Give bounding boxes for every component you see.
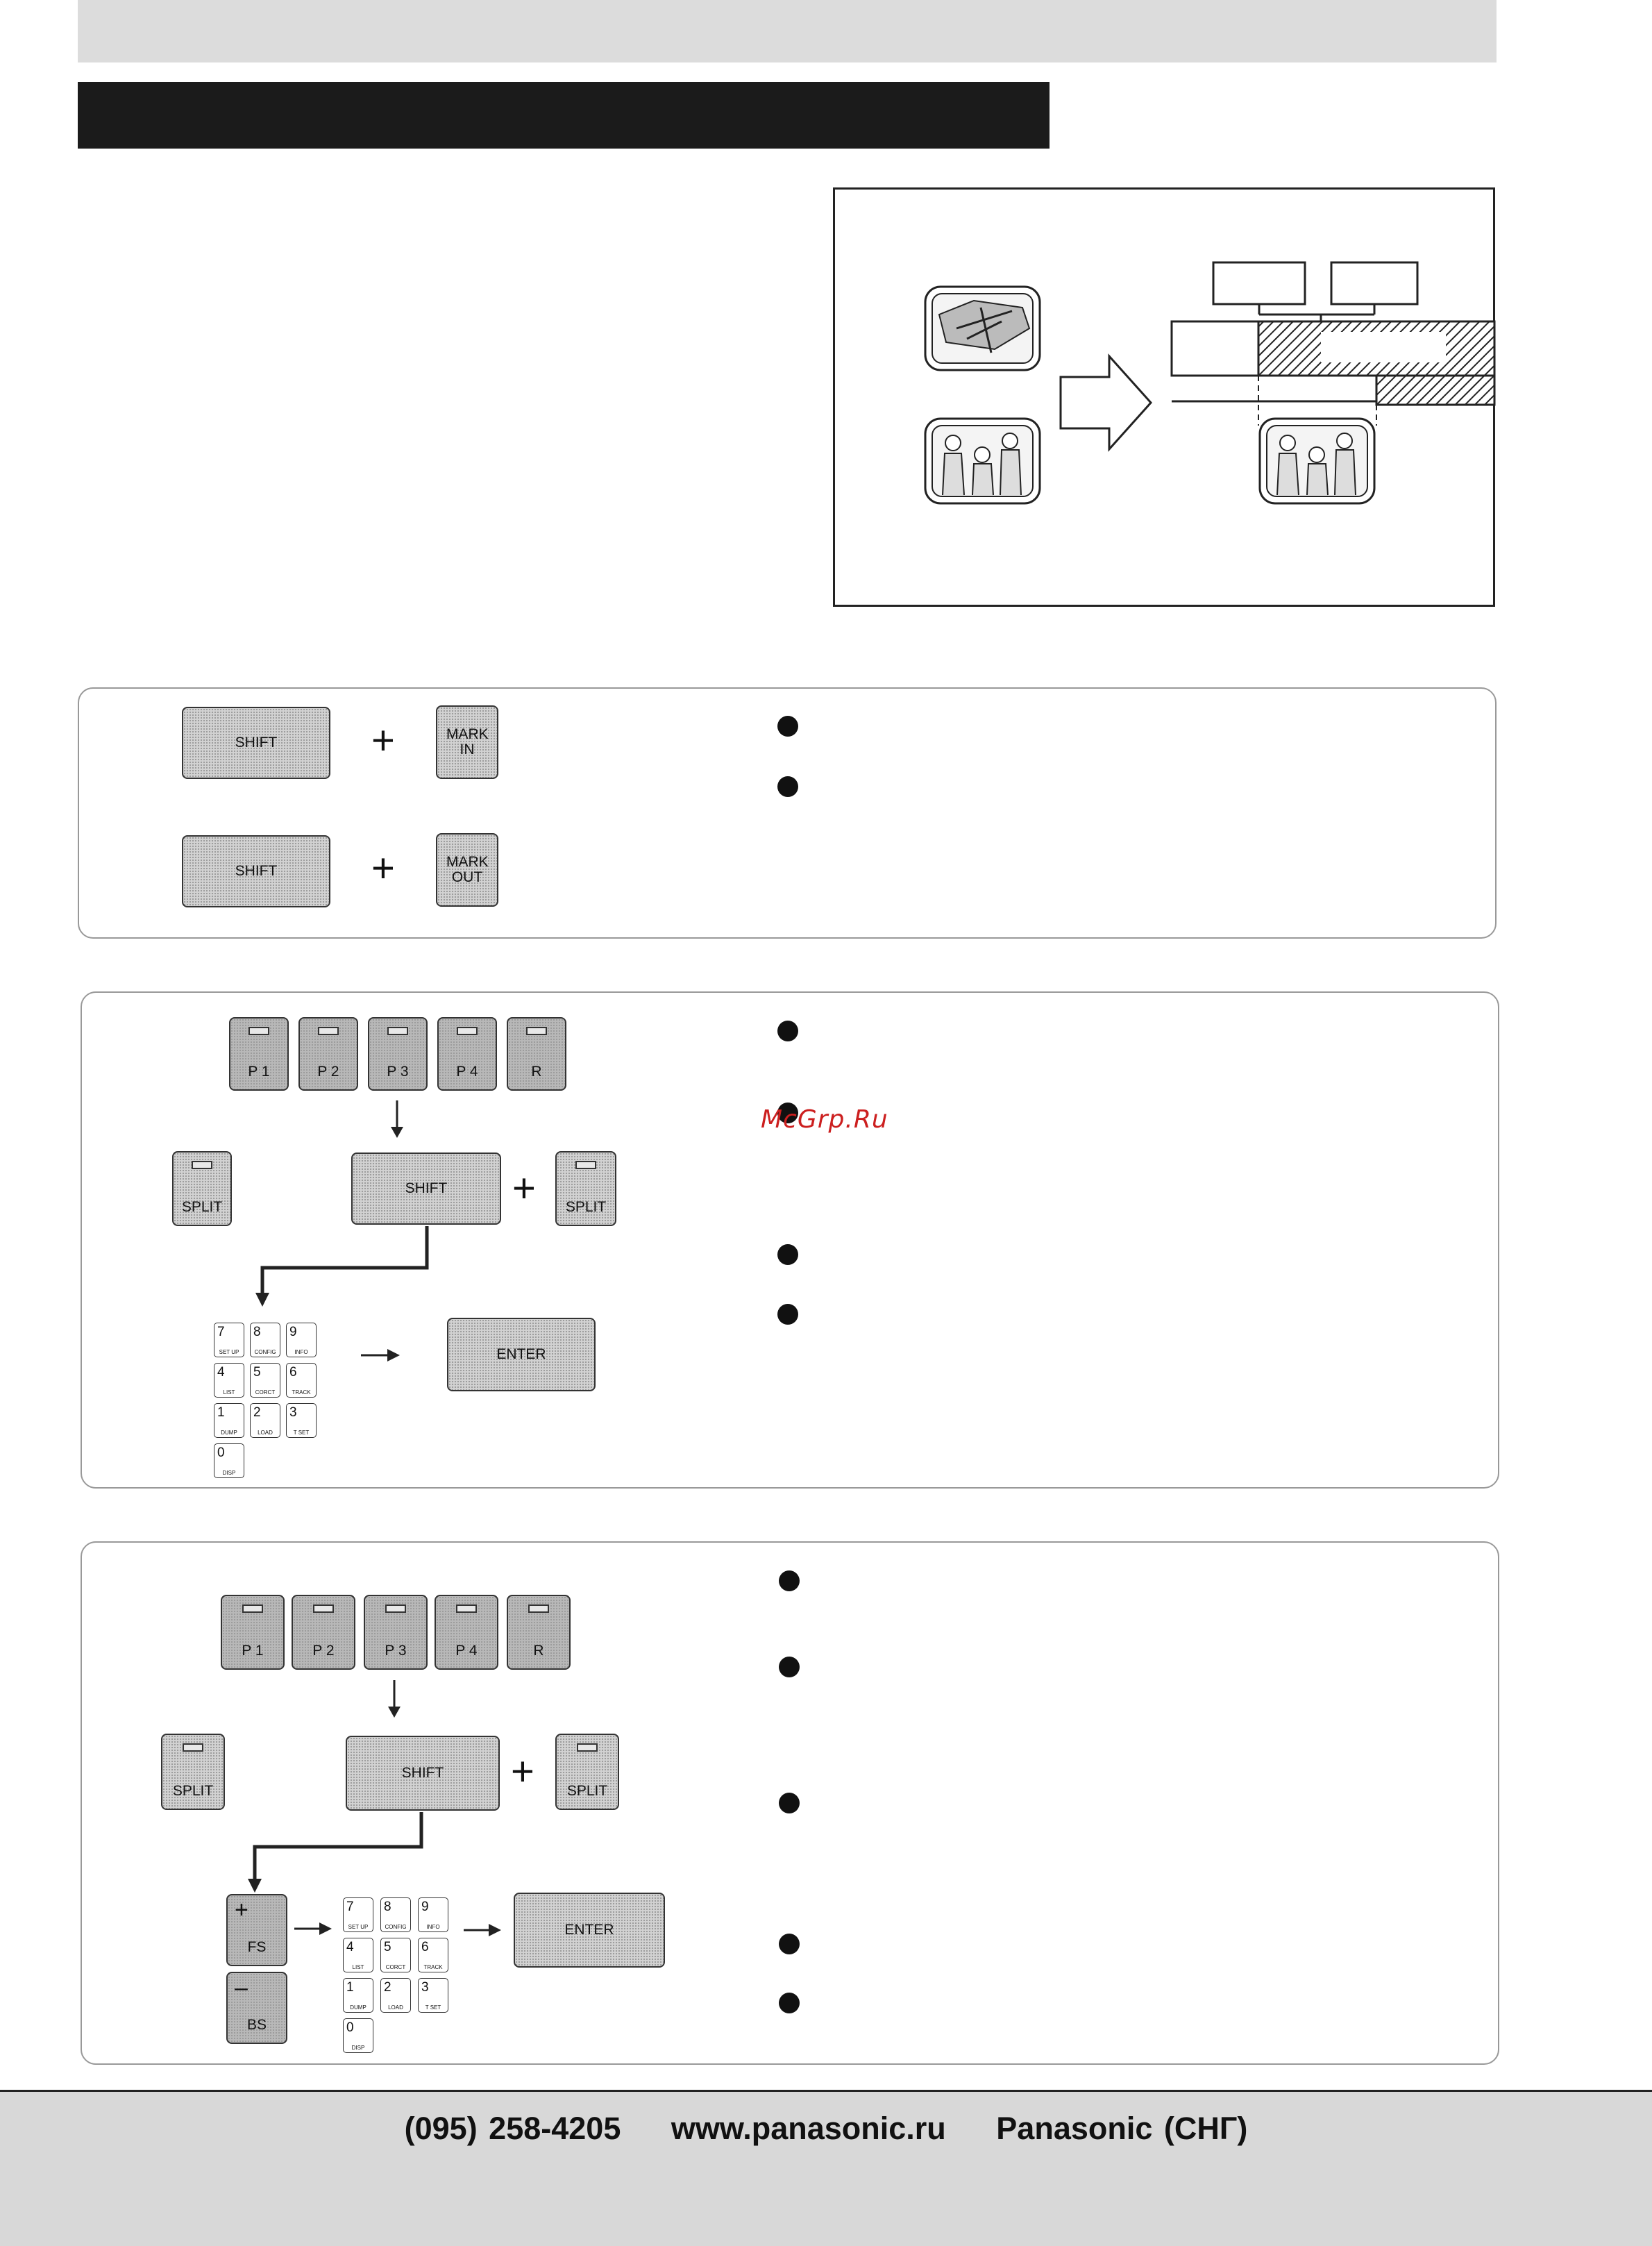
p3-key[interactable]: P 3 <box>364 1595 428 1670</box>
mark-in-key[interactable]: MARK IN <box>436 705 498 779</box>
bullet <box>777 776 798 797</box>
footer-phone: (095) 258-4205 <box>404 2111 621 2146</box>
recorder-key[interactable]: R <box>507 1017 566 1091</box>
footer-brand: Panasonic (СНГ) <box>996 2111 1248 2146</box>
bullet <box>777 1103 798 1123</box>
p2-key[interactable]: P 2 <box>298 1017 358 1091</box>
split-key[interactable]: SPLIT <box>161 1734 225 1810</box>
step-panel-split-preset <box>81 991 1499 1489</box>
plus-sign: + <box>512 1166 536 1211</box>
split-edit-diagram <box>833 187 1496 607</box>
watermark: McGrp.Ru <box>761 1105 888 1134</box>
bullet <box>777 1304 798 1325</box>
arrow-right-icon <box>361 1349 400 1361</box>
bullet <box>779 1793 800 1813</box>
diagram-illustration <box>924 261 1496 505</box>
split-key[interactable]: SPLIT <box>555 1151 616 1226</box>
shift-key[interactable]: SHIFT <box>182 707 330 779</box>
route-arrow-icon <box>255 1226 429 1307</box>
arrow-right-icon <box>464 1924 501 1936</box>
bullet <box>779 1993 800 2013</box>
mark-out-key[interactable]: MARK OUT <box>436 833 498 907</box>
arrow-down-icon <box>388 1680 401 1718</box>
section-title-bar <box>78 82 1050 149</box>
p1-key[interactable]: P 1 <box>229 1017 289 1091</box>
bullet <box>779 1570 800 1591</box>
p1-key[interactable]: P 1 <box>221 1595 285 1670</box>
footer-band <box>0 2090 1652 2246</box>
enter-key[interactable]: ENTER <box>514 1893 665 1968</box>
split-key[interactable]: SPLIT <box>555 1734 619 1810</box>
tv-result-icon <box>1258 417 1376 505</box>
bullet <box>777 1244 798 1265</box>
bullet <box>777 1021 798 1041</box>
plus-sign: + <box>511 1749 534 1794</box>
bullet <box>777 716 798 737</box>
arrow-right-icon <box>294 1922 332 1935</box>
bs-key[interactable]: – BS <box>226 1972 287 2044</box>
route-arrow-icon <box>248 1812 423 1893</box>
split-key[interactable]: SPLIT <box>172 1151 232 1226</box>
shift-key[interactable]: SHIFT <box>351 1153 501 1225</box>
arrow-down-icon <box>391 1100 403 1138</box>
fs-key[interactable]: + FS <box>226 1894 287 1966</box>
bullet <box>779 1934 800 1954</box>
top-band <box>78 0 1497 62</box>
p4-key[interactable]: P 4 <box>435 1595 498 1670</box>
bullet <box>779 1657 800 1677</box>
shift-key[interactable]: SHIFT <box>346 1736 500 1811</box>
shift-key[interactable]: SHIFT <box>182 835 330 907</box>
tv-people-icon <box>924 417 1041 505</box>
p3-key[interactable]: P 3 <box>368 1017 428 1091</box>
p4-key[interactable]: P 4 <box>437 1017 497 1091</box>
plus-sign: + <box>371 846 395 891</box>
recorder-key[interactable]: R <box>507 1595 571 1670</box>
footer-website[interactable]: www.panasonic.ru <box>671 2111 946 2146</box>
tv-video-icon <box>924 285 1041 371</box>
plus-sign: + <box>371 718 395 763</box>
enter-key[interactable]: ENTER <box>447 1318 596 1391</box>
footer-contact: (095) 258-4205 www.panasonic.ru Panasoni… <box>0 2111 1652 2147</box>
arrow-right-icon <box>1059 353 1153 452</box>
p2-key[interactable]: P 2 <box>292 1595 355 1670</box>
